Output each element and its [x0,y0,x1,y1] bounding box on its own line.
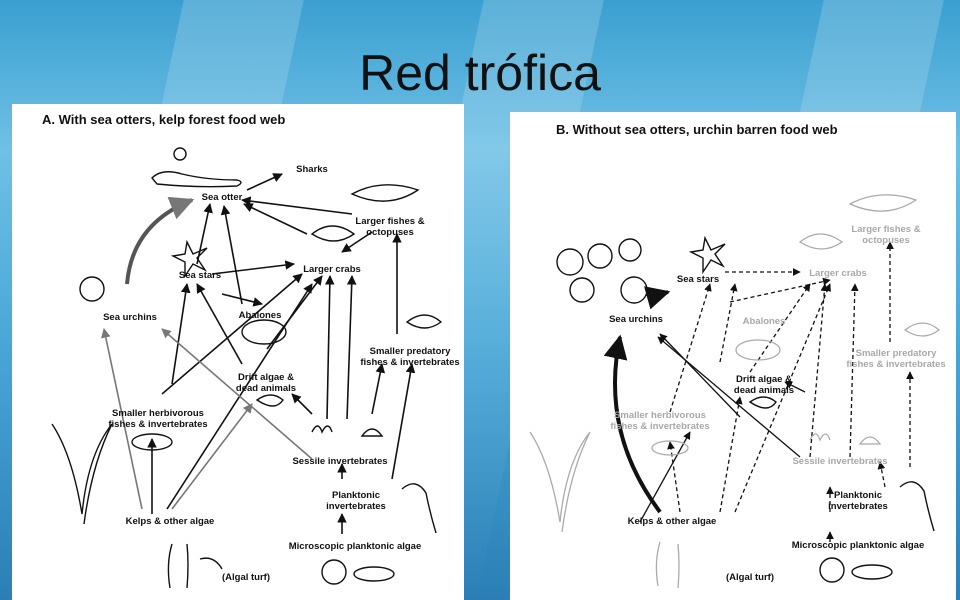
food-web-b-arrows [529,194,941,589]
node-larger-crabs: Larger crabs [303,264,361,275]
panel-without-sea-otters: B. Without sea otters, urchin barren foo… [510,112,956,600]
sea-star-icon-b [688,235,726,275]
slide-title: Red trófica [359,45,601,101]
node-planktonic-b-line2: invertebrates [828,501,888,512]
node-sessile-invertebrates-b: Sessile invertebrates [792,456,888,467]
node-planktonic-b-line1: Planktonic [833,490,883,501]
node-sea-urchins-b: Sea urchins [609,314,663,325]
node-smaller-herbivorous-b-line2: fishes & invertebrates [610,421,710,432]
node-larger-fishes: Larger fishes & octopuses [355,216,424,238]
node-larger-fishes-b: Larger fishes & octopuses [851,224,920,246]
node-smaller-predatory-b: Smaller predatory fishes & invertebrates [846,348,945,370]
node-algal-turf: (Algal turf) [221,572,271,583]
node-microscopic-algae: Microscopic planktonic algae [288,541,422,552]
node-drift-algae-line2: dead animals [235,383,297,394]
node-smaller-predatory-b-line1: Smaller predatory [855,348,937,359]
node-larger-crabs-b: Larger crabs [809,268,867,279]
node-drift-algae-b: Drift algae & dead animals [734,374,794,396]
crab-icon [310,225,356,242]
node-drift-algae-line1: Drift algae & [238,372,294,383]
panel-with-sea-otters: A. With sea otters, kelp forest food web [12,104,464,600]
node-drift-algae-b-line2: dead animals [733,385,795,396]
panel-a-title: A. With sea otters, kelp forest food web [42,112,286,127]
node-larger-fishes-b-line1: Larger fishes & [851,224,921,235]
node-smaller-predatory: Smaller predatory fishes & invertebrates [360,346,459,368]
node-smaller-predatory-line1: Smaller predatory [369,346,451,357]
node-sea-stars-b: Sea stars [676,274,720,285]
node-smaller-herbivorous-b: Smaller herbivorous fishes & invertebrat… [610,410,709,432]
node-sharks: Sharks [296,164,328,175]
sea-star-icon [170,239,208,279]
node-smaller-herbivorous: Smaller herbivorous fishes & invertebrat… [108,408,207,430]
node-drift-algae: Drift algae & dead animals [236,372,296,394]
node-sea-stars: Sea stars [178,270,222,281]
node-kelps: Kelps & other algae [125,516,215,527]
node-abalones: Abalones [238,310,282,321]
panel-b-title: B. Without sea otters, urchin barren foo… [556,122,838,137]
node-smaller-herbivorous-line2: fishes & invertebrates [108,419,208,430]
node-sea-urchins: Sea urchins [103,312,157,323]
node-smaller-herbivorous-b-line1: Smaller herbivorous [614,410,706,421]
node-larger-fishes-line1: Larger fishes & [355,216,425,227]
node-larger-fishes-line2: octopuses [366,227,414,238]
node-planktonic-invertebrates-b: Planktonic invertebrates [828,490,888,512]
food-web-a-arrows [51,147,443,589]
node-sessile-invertebrates: Sessile invertebrates [292,456,388,467]
node-sea-otter: Sea otter [201,192,243,203]
node-kelps-b: Kelps & other algae [627,516,717,527]
node-smaller-predatory-b-line2: fishes & invertebrates [846,359,946,370]
node-algal-turf-b: (Algal turf) [725,572,775,583]
node-planktonic-line2: invertebrates [326,501,386,512]
node-planktonic-invertebrates: Planktonic invertebrates [326,490,386,512]
node-smaller-predatory-line2: fishes & invertebrates [360,357,460,368]
node-larger-fishes-b-line2: octopuses [862,235,910,246]
node-drift-algae-b-line1: Drift algae & [736,374,792,385]
node-planktonic-line1: Planktonic [331,490,381,501]
node-abalones-b: Abalones [742,316,786,327]
sea-otter-icon [151,171,242,188]
node-smaller-herbivorous-line1: Smaller herbivorous [112,408,204,419]
node-microscopic-algae-b: Microscopic planktonic algae [791,540,925,551]
fish-icon [350,184,420,202]
